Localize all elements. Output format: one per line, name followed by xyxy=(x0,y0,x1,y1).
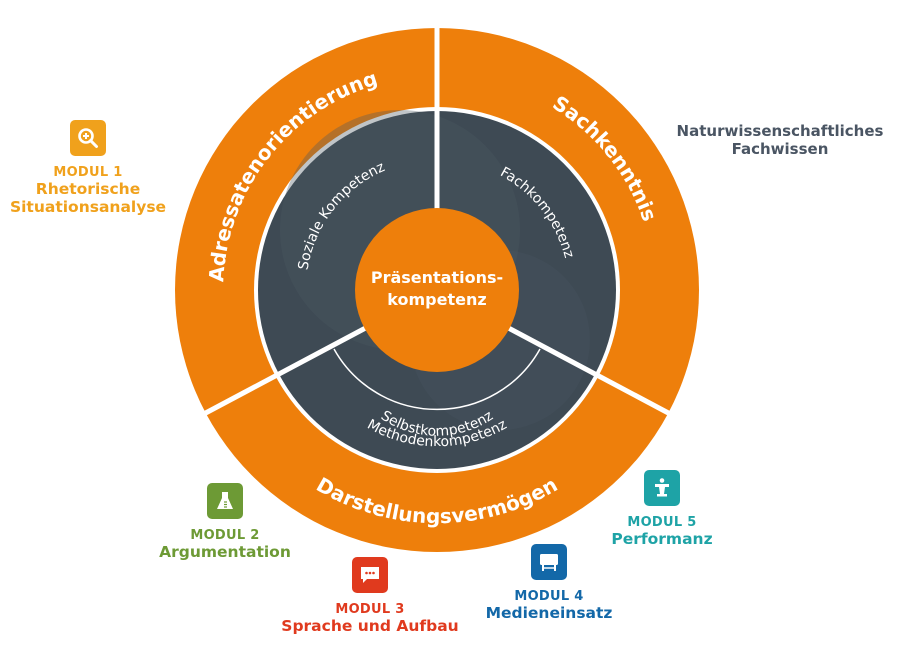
inner-bottom-arc xyxy=(333,348,541,411)
module-4-number: MODUL 4 xyxy=(514,589,584,604)
side-label-fachwissen: Naturwissenschaftliches Fachwissen xyxy=(664,122,896,158)
module-2-title: Argumentation xyxy=(159,542,291,561)
module-2[interactable]: MODUL 2 Argumentation xyxy=(150,483,300,562)
lectern-icon xyxy=(644,470,680,506)
module-2-number: MODUL 2 xyxy=(190,528,260,543)
module-1-number: MODUL 1 xyxy=(53,165,123,180)
module-3-number: MODUL 3 xyxy=(335,602,405,617)
magnifier-plus-icon xyxy=(70,120,106,156)
center-circle xyxy=(355,208,519,372)
module-1-title-line1: Rhetorische xyxy=(35,179,141,198)
module-4-title: Medieneinsatz xyxy=(485,603,613,622)
module-1-title-line2: Situationsanalyse xyxy=(9,197,167,216)
center-label-line1: Präsentations- xyxy=(371,268,503,287)
module-1[interactable]: MODUL 1 Rhetorische Situationsanalyse xyxy=(0,120,176,217)
center-label-line2: kompetenz xyxy=(387,290,486,309)
module-3-title: Sprache und Aufbau xyxy=(281,616,459,635)
whiteboard-icon xyxy=(531,544,567,580)
side-label-line1: Naturwissenschaftliches xyxy=(676,122,884,140)
flask-icon xyxy=(207,483,243,519)
module-5-number: MODUL 5 xyxy=(627,515,697,530)
module-5[interactable]: MODUL 5 Performanz xyxy=(592,470,732,549)
speech-bubble-icon xyxy=(352,557,388,593)
side-label-line2: Fachwissen xyxy=(731,140,829,158)
module-5-title: Performanz xyxy=(611,529,713,548)
module-4[interactable]: MODUL 4 Medieneinsatz xyxy=(469,544,629,623)
module-3[interactable]: MODUL 3 Sprache und Aufbau xyxy=(270,557,470,636)
